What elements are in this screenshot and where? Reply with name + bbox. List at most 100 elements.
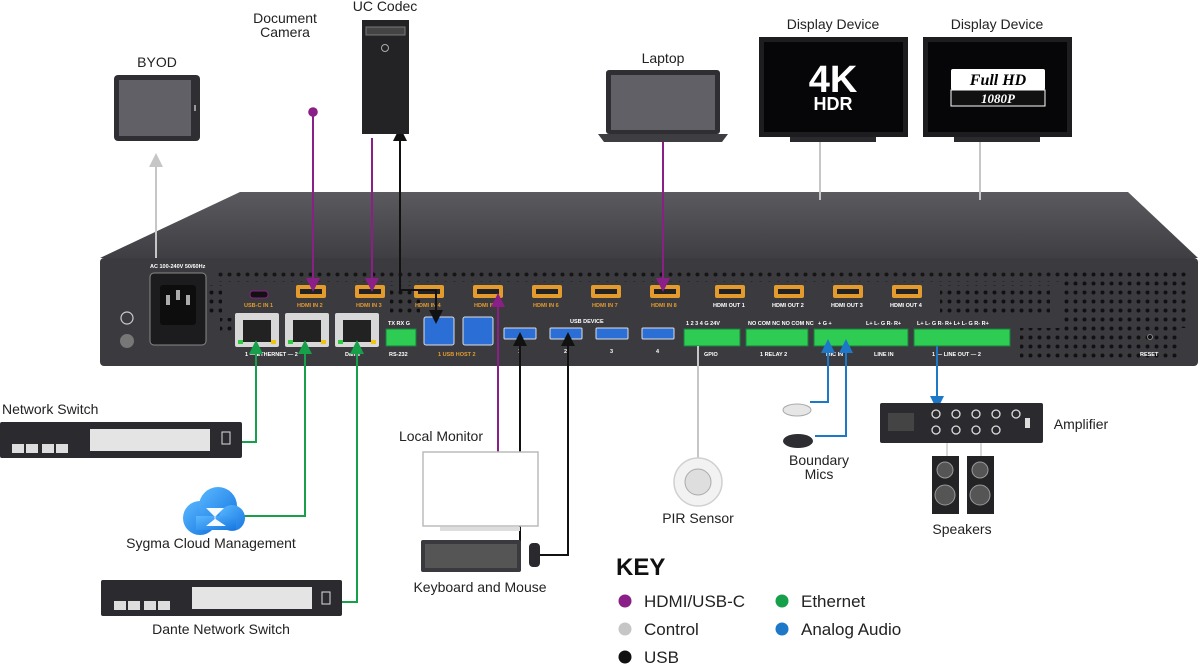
hdmi-in-4-label: HDMI IN 4 — [415, 303, 442, 309]
display1-4k: 4K — [809, 59, 858, 101]
usb-host-1-port — [423, 316, 455, 346]
legend-control-label: Control — [644, 620, 699, 639]
hdmi-out-2-label: HDMI OUT 2 — [772, 303, 804, 309]
doc-camera-label-2: Camera — [260, 24, 310, 40]
local-monitor-label: Local Monitor — [399, 428, 483, 444]
hdmi-out-1-label: HDMI OUT 1 — [713, 303, 745, 309]
hdmi-out-2-port — [774, 285, 804, 298]
ground-screw — [120, 334, 134, 348]
local-monitor — [422, 451, 539, 531]
dante-switch-label: Dante Network Switch — [152, 621, 290, 637]
legend-usb-swatch — [618, 650, 632, 664]
mic-in-label: MIC IN — [826, 352, 843, 358]
keyboard-mouse-label: Keyboard and Mouse — [413, 579, 546, 595]
usb-device-4-label: 4 — [656, 349, 660, 355]
laptop — [598, 70, 728, 142]
legend: KEY HDMI/USB-C Control USB Ethernet Anal… — [616, 554, 901, 665]
usb-host-2-port — [462, 316, 494, 346]
display2-label: Display Device — [951, 16, 1044, 32]
power-inlet: AC 100-240V 50/60Hz — [120, 264, 207, 348]
usb-device-3-label: 3 — [610, 349, 613, 355]
speaker-left — [932, 456, 959, 514]
ethernet-label: 1 — ETHERNET — 2 — [245, 352, 298, 358]
legend-ethernet-label: Ethernet — [801, 592, 866, 611]
line-in-label: LINE IN — [874, 352, 894, 358]
usb-device-3-port — [595, 327, 629, 340]
legend-control-swatch — [618, 622, 632, 636]
mic-pins: + G + — [818, 321, 832, 327]
amplifier — [880, 403, 1043, 443]
mic-line-in-terminal — [813, 328, 909, 347]
gpio-label: GPIO — [704, 352, 718, 358]
laptop-label: Laptop — [642, 50, 685, 66]
byod-tablet — [114, 75, 200, 141]
uc-codec-tower — [362, 20, 409, 134]
ground-icon — [120, 311, 134, 325]
hdmi-out-3-label: HDMI OUT 3 — [831, 303, 863, 309]
usb-device-2-label: 2 — [564, 349, 567, 355]
usb-host-label: 1 USB HOST 2 — [438, 352, 476, 358]
display2-1080p: 1080P — [981, 91, 1016, 106]
legend-ethernet-swatch — [775, 594, 789, 608]
cloud-label: Sygma Cloud Management — [126, 535, 296, 551]
dante-port — [335, 313, 379, 347]
boundary-mics-label-2: Mics — [805, 466, 834, 482]
ethernet-port-2 — [285, 313, 329, 347]
legend-audio-label: Analog Audio — [801, 620, 901, 639]
display2-fullhd: Full HD — [969, 72, 1027, 89]
line-out-pins: L+ L- G R- R+ L+ L- G R- R+ — [917, 321, 989, 327]
legend-title: KEY — [616, 554, 665, 581]
mouse — [529, 543, 540, 567]
legend-usb-label: USB — [644, 648, 679, 665]
gpio-terminal — [683, 328, 741, 347]
line-in-pins: L+ L- G R- R+ — [866, 321, 901, 327]
hdmi-in-5-port — [473, 285, 503, 298]
display1-label: Display Device — [787, 16, 880, 32]
amplifier-label: Amplifier — [1054, 416, 1109, 432]
pir-sensor — [673, 457, 723, 507]
display-device-2: Full HD 1080P — [923, 37, 1072, 142]
pir-sensor-label: PIR Sensor — [662, 510, 734, 526]
hdmi-in-7-label: HDMI IN 7 — [592, 303, 618, 309]
uc-codec-label: UC Codec — [353, 0, 418, 14]
legend-hdmi-swatch — [618, 594, 632, 608]
dante-label: Dante — [345, 352, 360, 358]
hdmi-in-2-port — [296, 285, 326, 298]
hdmi-out-4-label: HDMI OUT 4 — [890, 303, 923, 309]
usbc-in-1-label: USB-C IN 1 — [244, 303, 273, 309]
hdmi-in-2-label: HDMI IN 2 — [297, 303, 323, 309]
hdmi-in-4-port — [414, 285, 444, 298]
usb-device-1-port — [503, 327, 537, 340]
mouse-usb-link — [540, 332, 575, 556]
power-label: AC 100-240V 50/60Hz — [150, 264, 206, 270]
hdmi-in-6-label: HDMI IN 6 — [533, 303, 559, 309]
reset-button[interactable] — [1147, 334, 1153, 340]
usb-device-4-port — [641, 327, 675, 340]
hdmi-in-7-port — [591, 285, 621, 298]
gpio-pins: 1 2 3 4 G 24V — [686, 321, 720, 327]
dante-network-switch — [101, 580, 342, 616]
hdmi-in-3-label: HDMI IN 3 — [356, 303, 382, 309]
byod-label: BYOD — [137, 54, 177, 70]
speakers-label: Speakers — [932, 521, 991, 537]
network-switch-label: Network Switch — [2, 401, 98, 417]
cloud-link — [240, 340, 312, 517]
display-device-1: 4K HDR — [759, 37, 908, 142]
doc-camera-label-1: Document — [253, 10, 317, 26]
hdmi-in-3-port — [355, 285, 385, 298]
usb-device-label: USB DEVICE — [570, 319, 604, 325]
relay-label: 1 RELAY 2 — [760, 352, 787, 358]
mic1-link — [810, 339, 835, 403]
usb-device-2-port — [549, 327, 583, 340]
keyboard — [421, 540, 521, 572]
line-out-label: 1 — LINE OUT — 2 — [932, 352, 981, 358]
cloud-icon — [183, 487, 245, 535]
legend-hdmi-label: HDMI/USB-C — [644, 592, 745, 611]
legend-audio-swatch — [775, 622, 789, 636]
ethernet-port-1 — [235, 313, 279, 347]
boundary-mics-label-1: Boundary — [789, 452, 849, 468]
rs232-terminal — [385, 328, 417, 347]
reset-label: RESET — [1140, 352, 1159, 358]
hdmi-out-4-port — [892, 285, 922, 298]
